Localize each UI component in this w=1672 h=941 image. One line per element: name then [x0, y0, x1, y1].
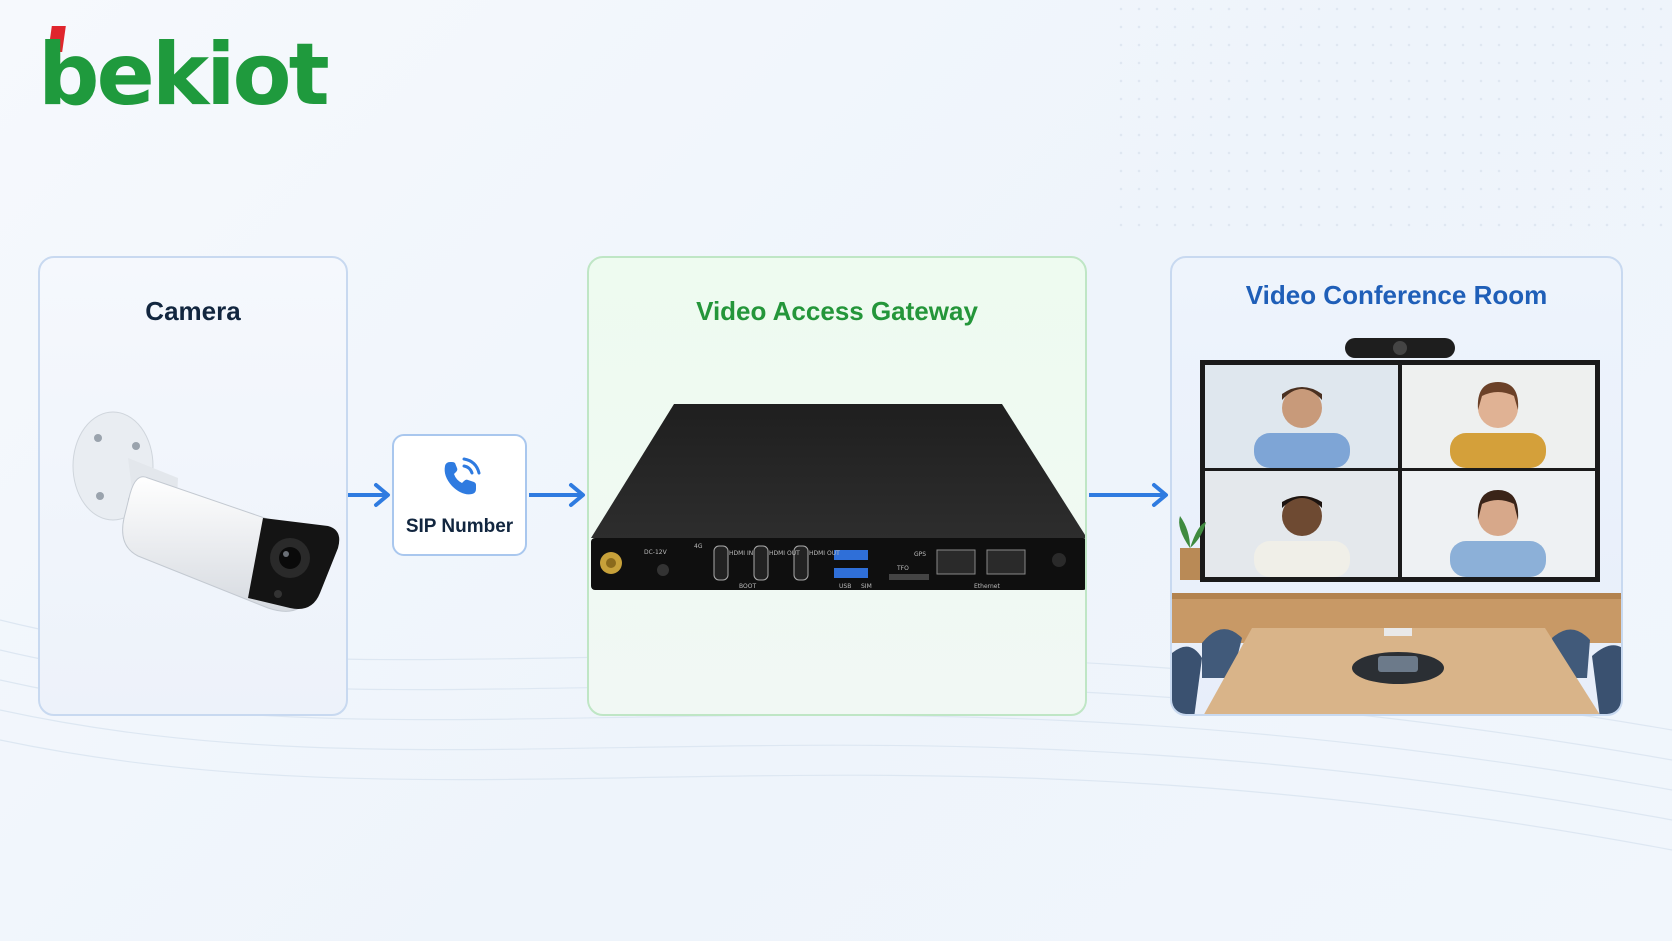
port-label: BOOT — [739, 583, 756, 590]
arrow-right-icon — [529, 483, 585, 507]
conference-room-illustration — [1172, 338, 1621, 714]
conference-panel: Video Conference Room — [1170, 256, 1623, 716]
camera-title: Camera — [145, 296, 241, 326]
gateway-panel: Video Access Gateway 4G DC-12V HDMI IN H… — [587, 256, 1087, 716]
arrow-right-icon — [348, 483, 390, 507]
arrow-right-icon — [1089, 483, 1168, 507]
port-label: DC-12V — [644, 549, 668, 556]
port-label: TFO — [896, 565, 909, 572]
gateway-device: 4G DC-12V HDMI IN HDMI OUT HDMI OUT BOOT… — [591, 404, 1085, 590]
conference-title: Video Conference Room — [1245, 280, 1548, 310]
sip-number-label: SIP Number — [405, 516, 514, 537]
gateway-title: Video Access Gateway — [696, 296, 978, 326]
port-label: Ethernet — [974, 583, 1000, 590]
bekiot-logo: bekiot — [38, 26, 330, 120]
camera-panel: Camera — [38, 256, 348, 716]
port-label: USB — [839, 583, 851, 590]
sip-number-box: SIP Number — [392, 434, 527, 556]
port-label: 4G — [694, 543, 703, 550]
port-label: HDMI OUT — [769, 550, 800, 557]
dot-pattern — [1112, 0, 1672, 240]
port-label: HDMI OUT — [809, 550, 840, 557]
phone-icon — [444, 457, 481, 495]
port-label: HDMI IN — [729, 550, 753, 557]
camera-illustration — [72, 411, 340, 612]
port-label: SIM — [861, 583, 872, 590]
port-label: GPS — [914, 551, 926, 558]
logo-text: bekiot — [38, 25, 330, 125]
